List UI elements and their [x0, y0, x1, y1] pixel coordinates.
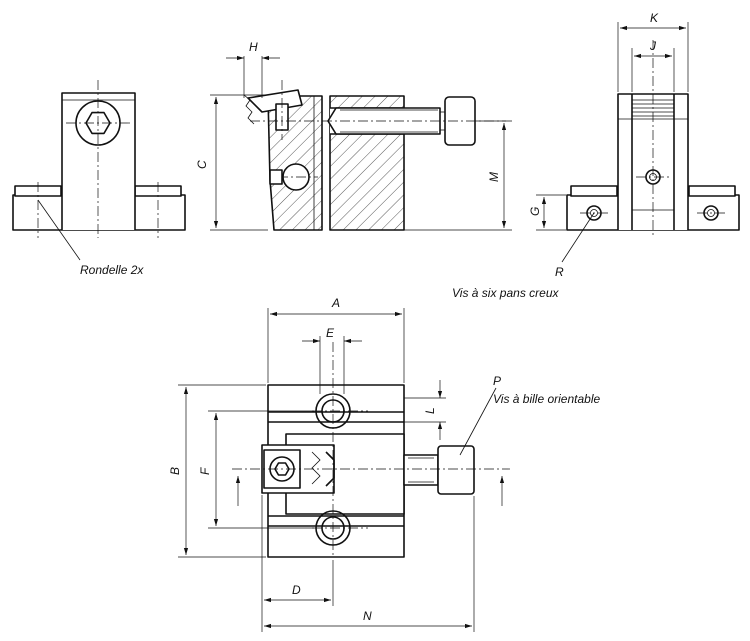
end-washer-right — [688, 185, 736, 197]
top-screw-head — [437, 445, 475, 495]
dim-k: K — [650, 11, 659, 25]
front-view: Rondelle 2x — [12, 80, 186, 277]
label-vis-bille: Vis à bille orientable — [493, 392, 601, 406]
leader-rondelle — [37, 199, 81, 261]
label-vis-six-pans: Vis à six pans creux — [452, 286, 559, 300]
side-section-view: H C M — [195, 40, 512, 231]
label-rondelle: Rondelle 2x — [80, 263, 144, 277]
section-right-block — [329, 95, 405, 231]
section-left-block — [267, 95, 323, 231]
dim-a: A — [331, 296, 340, 310]
ball-seat — [269, 169, 283, 185]
front-upright — [61, 92, 136, 230]
end-washer-left — [570, 185, 618, 197]
dim-p: P — [493, 374, 501, 388]
top-view: A E B F L P Vis à bille orientable D — [168, 296, 601, 632]
end-view: K J G R Vis à six pans creux — [452, 11, 740, 300]
dim-m: M — [487, 172, 501, 182]
dim-b: B — [168, 467, 182, 475]
top-screw-shank — [403, 454, 439, 486]
leader-r — [561, 212, 595, 263]
dim-f: F — [198, 467, 212, 475]
dim-e: E — [326, 326, 335, 340]
dim-l: L — [423, 407, 437, 414]
dim-n: N — [363, 609, 372, 623]
dim-g: G — [528, 207, 542, 216]
dim-c: C — [195, 160, 209, 169]
dim-j: J — [649, 39, 657, 53]
dim-h: H — [249, 40, 258, 54]
dim-r: R — [555, 265, 564, 279]
dim-d: D — [292, 583, 301, 597]
leader-p — [459, 387, 497, 456]
